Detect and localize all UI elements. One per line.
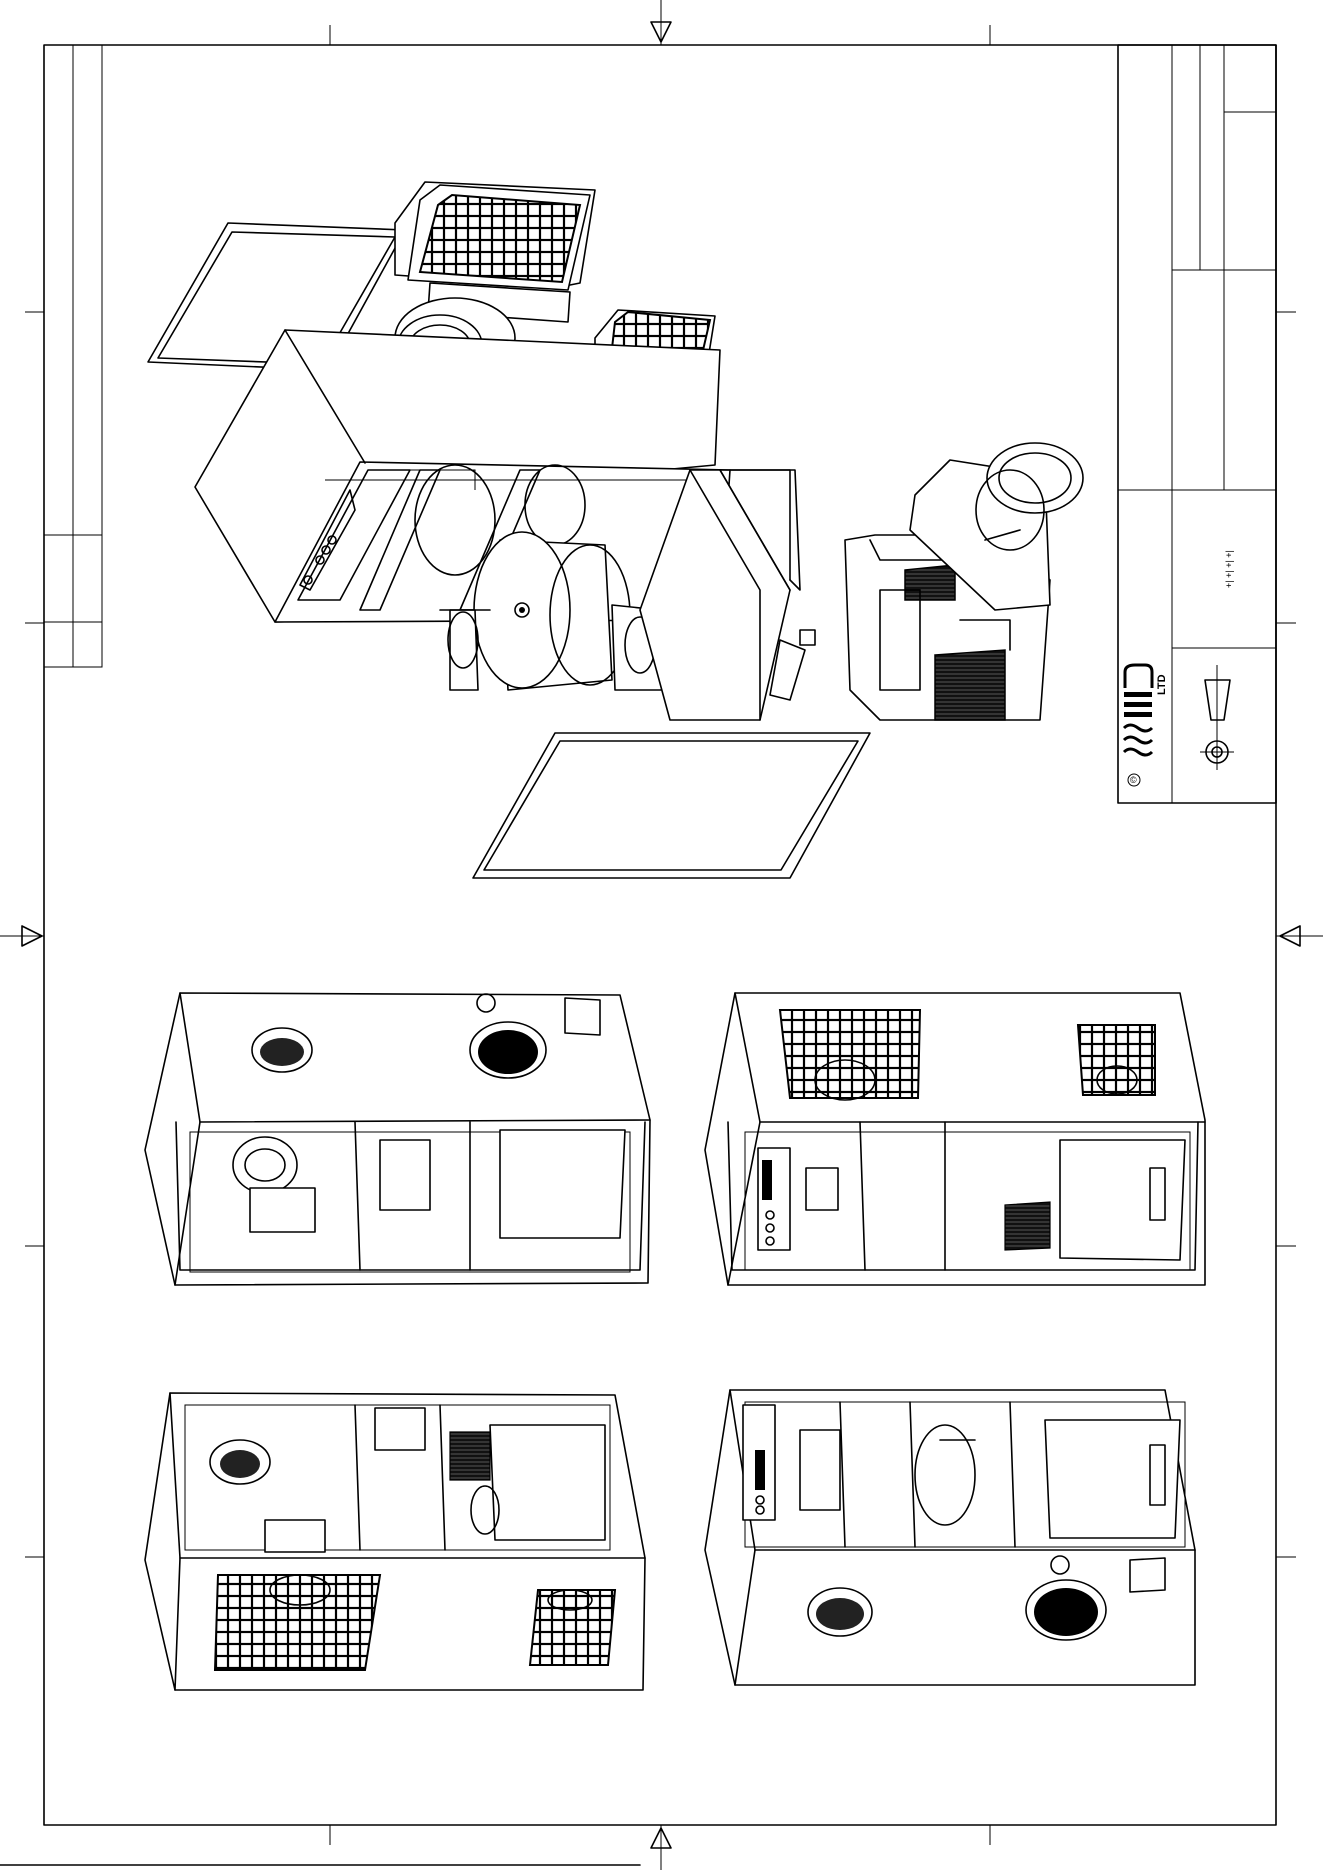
bottom-cover-panel xyxy=(473,733,870,878)
company-logo: LTD © xyxy=(1124,665,1168,786)
company-suffix: LTD xyxy=(1156,674,1168,695)
exploded-view xyxy=(148,182,1083,878)
main-housing-exploded xyxy=(195,330,730,622)
scale-marks: +| +| +| +| xyxy=(1224,550,1234,588)
view-front-top xyxy=(145,993,650,1285)
center-mark-left-icon xyxy=(0,926,44,946)
third-angle-projection-icon xyxy=(1200,665,1234,770)
view-front-bottom xyxy=(145,1393,645,1690)
title-block: +| +| +| +| LTD © xyxy=(1118,45,1276,803)
center-mark-top-icon xyxy=(651,0,671,45)
view-rear-top xyxy=(705,993,1205,1285)
filter-large-exploded xyxy=(395,182,595,322)
center-mark-right-icon xyxy=(1276,926,1323,946)
center-mark-bottom-icon xyxy=(651,1825,671,1870)
view-rear-bottom xyxy=(705,1390,1195,1685)
copyright-mark: © xyxy=(1130,775,1137,785)
